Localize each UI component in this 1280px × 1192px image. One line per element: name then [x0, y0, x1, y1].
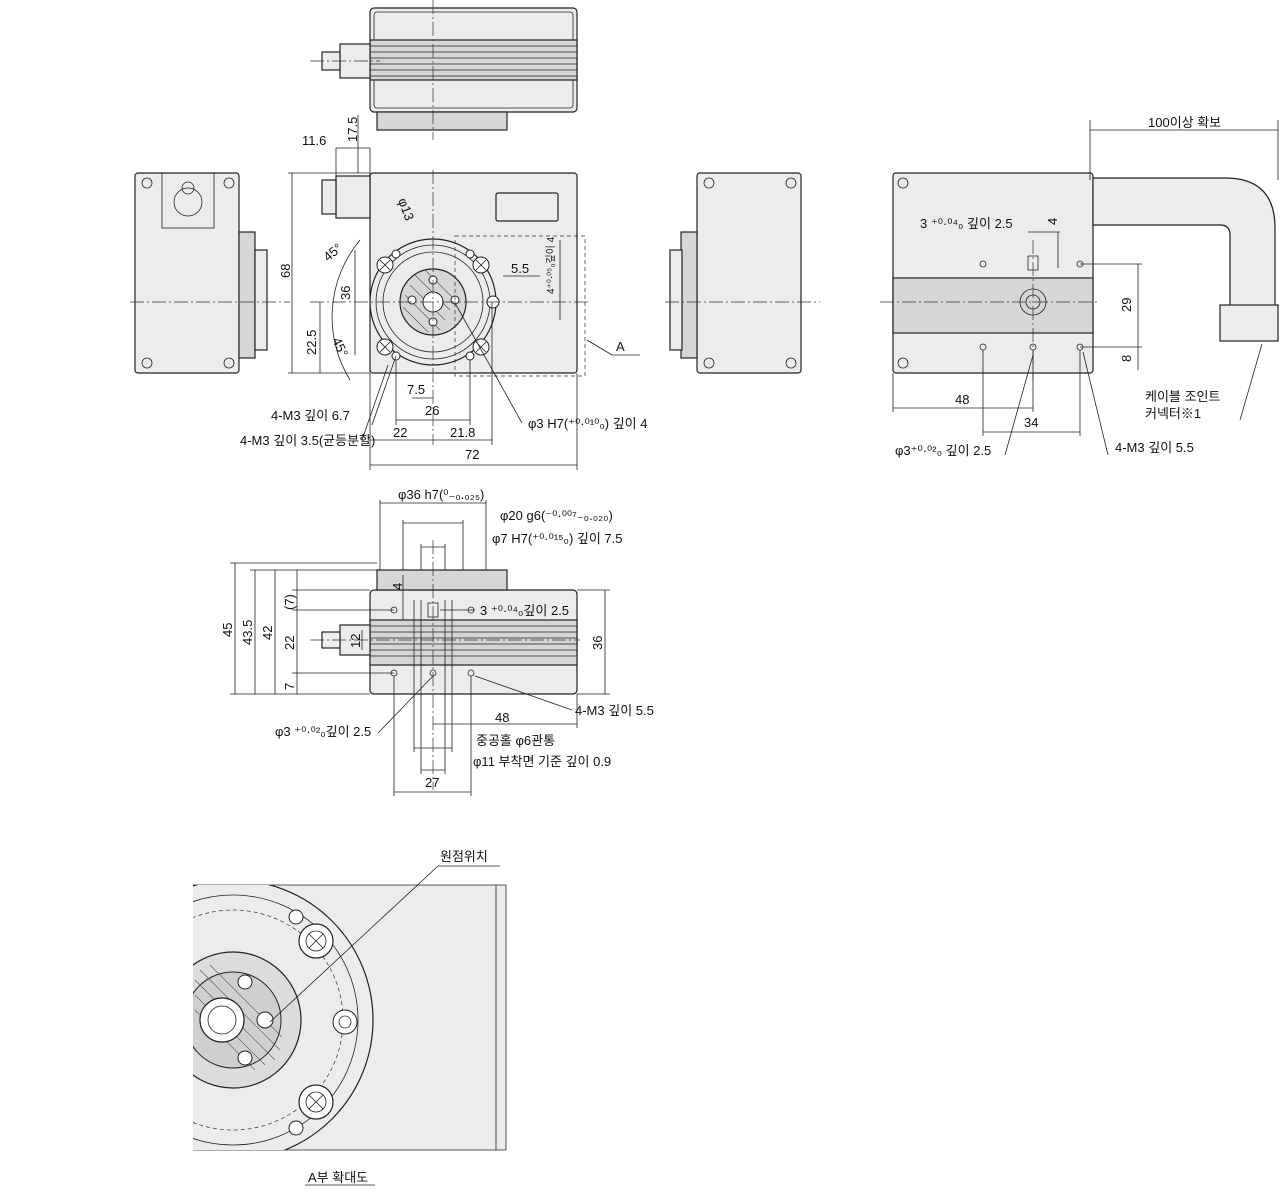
dim-17-5: 17.5	[345, 117, 360, 142]
dim-side-22: 22	[282, 636, 297, 650]
note-side-3-2-5: 3 ⁺⁰·⁰⁴₀깊이 2.5	[480, 603, 569, 618]
dim-side-4: 4	[390, 583, 405, 590]
dim-side-7-paren: (7)	[282, 594, 297, 610]
bolt-icon	[298, 1084, 334, 1120]
note-side-phi11: φ11 부착면 기준 깊이 0.9	[473, 754, 611, 769]
note-side-m3: 4-M3 깊이 5.5	[575, 703, 654, 718]
left-view	[130, 172, 290, 374]
dim-rear-48: 48	[955, 392, 969, 407]
dim-45-lower: 45°	[329, 335, 351, 359]
side-view	[230, 500, 610, 796]
dim-side-27: 27	[425, 775, 439, 790]
note-origin-position: 원점위치	[440, 849, 488, 864]
note-m3-6-7: 4-M3 깊이 6.7	[271, 408, 350, 423]
dim-side-48: 48	[495, 710, 509, 725]
note-side-phi7: φ7 H7(⁺⁰·⁰¹⁵₀) 깊이 7.5	[492, 531, 623, 546]
dim-22-5: 22.5	[304, 330, 319, 355]
front-view	[288, 115, 640, 470]
detail-a-caption: A부 확대도	[308, 1170, 368, 1185]
dim-36: 36	[338, 286, 353, 300]
rear-view	[880, 120, 1279, 456]
note-side-hollow: 중공홀 φ6관통	[476, 733, 555, 748]
dim-5-5: 5.5	[511, 261, 529, 276]
dim-depth4: 4⁺⁰·⁰⁵₀깊이 4	[545, 236, 557, 294]
detail-a-view	[193, 865, 507, 1186]
note-side-phi36: φ36 h7(⁰₋₀.₀₂₅)	[398, 487, 484, 502]
dim-26: 26	[425, 403, 439, 418]
bolt-icon	[472, 256, 490, 274]
bolt-icon	[298, 923, 334, 959]
dim-11-6: 11.6	[302, 133, 326, 148]
dim-phi13: φ13	[395, 196, 417, 223]
note-100-clearance: 100이상 확보	[1148, 115, 1221, 130]
detail-marker-a: A	[616, 339, 625, 354]
dim-side-45: 45	[220, 623, 235, 637]
dim-72: 72	[465, 447, 479, 462]
dim-side-7: 7	[282, 683, 297, 690]
bolt-icon	[376, 338, 394, 356]
dim-7-5: 7.5	[407, 382, 425, 397]
top-view	[310, 0, 578, 140]
dim-22: 22	[393, 425, 407, 440]
note-phi3-h7: φ3 H7(⁺⁰·⁰¹⁰₀) 깊이 4	[528, 416, 647, 431]
dim-68: 68	[278, 264, 293, 278]
dim-side-12: 12	[348, 634, 363, 648]
dim-side-36: 36	[590, 636, 605, 650]
dim-rear-29: 29	[1119, 298, 1134, 312]
dim-45-upper: 45°	[320, 240, 345, 264]
note-side-phi3: φ3 ⁺⁰·⁰²₀깊이 2.5	[275, 724, 371, 739]
dim-side-43-5: 43.5	[240, 620, 255, 645]
note-m3-3-5: 4-M3 깊이 3.5(균등분할)	[240, 433, 375, 448]
note-rear-phi3: φ3⁺⁰·⁰²₀ 깊이 2.5	[895, 443, 991, 458]
note-side-phi20: φ20 g6(⁻⁰·⁰⁰⁷₋₀.₀₂₀)	[500, 508, 613, 523]
dim-rear-8: 8	[1119, 355, 1134, 362]
dim-rear-4: 4	[1045, 218, 1060, 225]
bolt-icon	[376, 256, 394, 274]
dim-side-42: 42	[260, 626, 275, 640]
dim-21-8: 21.8	[450, 425, 475, 440]
dim-rear-34: 34	[1024, 415, 1038, 430]
note-cable-joint: 케이블 조인트	[1145, 389, 1220, 404]
bolt-icon	[472, 338, 490, 356]
note-cable-connector: 커넥터※1	[1145, 406, 1201, 421]
right-view	[665, 172, 820, 374]
note-rear-m3: 4-M3 깊이 5.5	[1115, 440, 1194, 455]
dimension-labels: 11.6 17.5 φ13 45° 45° 68 36 22.5 5.5 4⁺⁰…	[220, 115, 1221, 1185]
note-rear-3-2-5: 3 ⁺⁰·⁰⁴₀ 깊이 2.5	[920, 216, 1013, 231]
